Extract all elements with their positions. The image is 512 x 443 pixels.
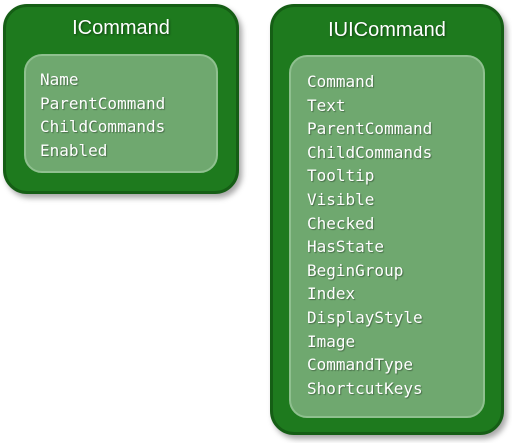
iuicommand-property: HasState: [307, 237, 385, 257]
iuicommand-property: ChildCommands: [307, 142, 433, 162]
iuicommand-property: CommandType: [307, 355, 413, 375]
icommand-property: Enabled: [40, 140, 108, 160]
iuicommand-title: IUICommand: [328, 19, 446, 41]
iuicommand-property: ParentCommand: [307, 119, 433, 139]
iuicommand-property: Command: [307, 72, 375, 91]
icommand-property: ParentCommand: [40, 93, 166, 113]
iuicommand-property: DisplayStyle: [307, 307, 423, 327]
icommand-title: ICommand: [72, 17, 170, 39]
iuicommand-property: Checked: [307, 213, 375, 233]
iuicommand-property: Visible: [307, 189, 375, 209]
iuicommand-property: Index: [307, 284, 356, 304]
iuicommand-property: BeginGroup: [307, 260, 404, 280]
iuicommand-property: Text: [307, 95, 346, 115]
icommand-property: Name: [40, 70, 79, 89]
icommand-property: ChildCommands: [40, 117, 166, 137]
iuicommand-property: Tooltip: [307, 166, 375, 186]
iuicommand-property: ShortcutKeys: [307, 378, 423, 398]
iuicommand-property: Image: [307, 331, 356, 351]
